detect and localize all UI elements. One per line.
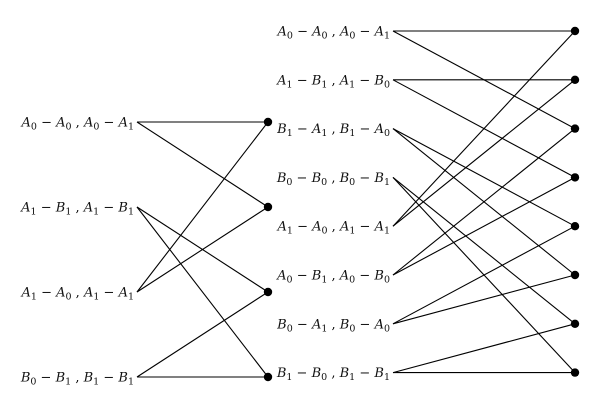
left-node-label-0: A0 − A0 , A0 − A1 xyxy=(21,116,135,133)
right-right-node-7 xyxy=(570,368,580,377)
left-right-node-0 xyxy=(263,117,273,127)
right-edge-5-2 xyxy=(392,128,576,276)
right-node-label-0: A0 − A0 , A0 − A1 xyxy=(277,25,391,42)
right-edge-5-3 xyxy=(392,176,576,276)
left-edge-3-2 xyxy=(136,291,269,378)
left-edge-0-1 xyxy=(136,121,269,208)
right-edge-4-1 xyxy=(392,79,576,227)
left-edge-2-1 xyxy=(136,206,269,293)
left-edge-2-0 xyxy=(136,121,269,293)
left-node-label-3: B0 − B1 , B1 − B1 xyxy=(20,371,134,388)
right-node-label-5: A0 − B1 , A0 − B0 xyxy=(276,269,390,286)
right-edge-4-0 xyxy=(392,30,576,227)
left-node-label-2: A1 − A0 , A1 − A1 xyxy=(21,286,135,303)
right-node-label-2: B1 − A1 , B1 − A0 xyxy=(276,122,390,139)
right-right-node-4 xyxy=(570,222,580,231)
left-right-node-3 xyxy=(263,372,273,382)
right-right-node-2 xyxy=(570,124,580,133)
right-node-label-6: B0 − A1 , B0 − A0 xyxy=(276,317,390,334)
left-node-label-1: A1 − B1 , A1 − B1 xyxy=(20,201,134,218)
right-edge-6-4 xyxy=(392,225,576,325)
left-edge-1-3 xyxy=(136,206,269,378)
right-right-node-6 xyxy=(570,319,580,328)
left-right-node-2 xyxy=(263,287,273,297)
right-node-label-3: B0 − B0 , B0 − B1 xyxy=(276,171,390,188)
right-edge-7-6 xyxy=(392,323,576,374)
right-node-label-4: A1 − A0 , A1 − A1 xyxy=(277,220,391,237)
right-node-label-7: B1 − B0 , B1 − B1 xyxy=(276,366,390,383)
right-edge-6-5 xyxy=(392,274,576,325)
right-right-node-3 xyxy=(570,173,580,182)
left-right-node-1 xyxy=(263,202,273,212)
right-edge-3-6 xyxy=(392,176,576,325)
right-right-node-1 xyxy=(570,75,580,85)
right-right-node-5 xyxy=(570,270,580,280)
right-edge-2-4 xyxy=(392,128,576,227)
right-right-node-0 xyxy=(570,26,580,36)
left-bipartite-graph: A0 − A0 , A0 − A1 A1 − B1 , A1 − B1 A1 − A… xyxy=(20,116,273,388)
right-node-label-1: A1 − B1 , A1 − B0 xyxy=(276,73,390,90)
right-bipartite-graph: A0 − A0 , A0 − A1 A1 − B1 , A1 − B0 B1 − A… xyxy=(276,25,580,383)
